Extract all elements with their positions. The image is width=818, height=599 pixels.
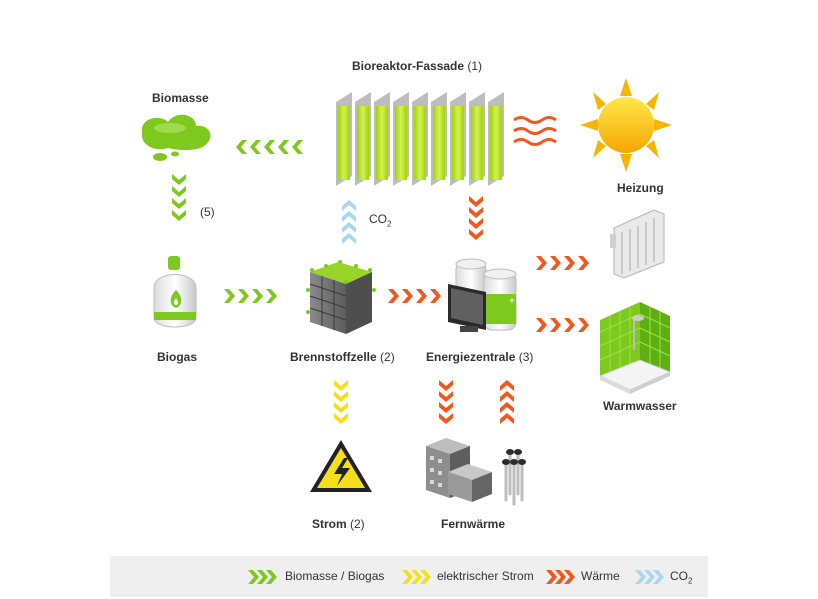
arrow-energycenter-to-warmwater bbox=[564, 318, 575, 332]
arrow-facade-to-energycenter bbox=[469, 196, 483, 207]
legend-swatch-biomasse bbox=[257, 570, 268, 584]
legend-label-biomasse: Biomasse / Biogas bbox=[285, 569, 385, 583]
arrow-biomass-to-biogas bbox=[172, 186, 186, 197]
shower-icon bbox=[598, 302, 672, 394]
legend-swatch-co2 bbox=[644, 570, 655, 584]
legend-swatch-waerme bbox=[564, 570, 575, 584]
arrow-energycenter-to-warmwater bbox=[550, 318, 561, 332]
arrow-fuelcell-to-power bbox=[334, 402, 348, 413]
fuel-cell-building-icon bbox=[306, 260, 376, 334]
label-strom: Strom (2) bbox=[312, 517, 365, 531]
arrow-districtheat-to-energycenter bbox=[500, 413, 514, 424]
label-biomasse: Biomasse bbox=[152, 91, 209, 105]
arrow-facade-to-biomass bbox=[264, 140, 275, 154]
label-co2: CO2 bbox=[369, 212, 392, 229]
arrow-energycenter-to-districtheat bbox=[439, 380, 453, 391]
arrow-energycenter-to-heating bbox=[536, 256, 547, 270]
label-energiezentrale: Energiezentrale (3) bbox=[426, 350, 534, 364]
legend-swatch-co2 bbox=[653, 570, 664, 584]
arrow-co2-to-facade bbox=[342, 211, 356, 222]
arrow-districtheat-to-energycenter bbox=[500, 391, 514, 402]
arrow-fuelcell-to-power bbox=[334, 391, 348, 402]
label-warmwasser: Warmwasser bbox=[603, 399, 677, 413]
biomass-icon bbox=[141, 114, 211, 161]
arrow-facade-to-biomass bbox=[292, 140, 303, 154]
arrow-biogas-to-fuelcell bbox=[224, 289, 235, 303]
arrow-facade-to-energycenter bbox=[469, 207, 483, 218]
arrow-facade-to-energycenter bbox=[469, 229, 483, 240]
arrow-energycenter-to-heating bbox=[564, 256, 575, 270]
legend: Biomasse / Biogas elektrischer Strom Wär… bbox=[110, 556, 708, 597]
district-heating-buildings-icon bbox=[426, 438, 492, 502]
legend-swatch-waerme bbox=[555, 570, 566, 584]
legend-label-strom: elektrischer Strom bbox=[437, 569, 534, 583]
pipes-icon bbox=[502, 449, 526, 506]
label-brennstoffzelle: Brennstoffzelle (2) bbox=[290, 350, 395, 364]
legend-label-co2: CO2 bbox=[670, 569, 693, 586]
arrow-co2-to-facade bbox=[342, 233, 356, 244]
arrow-fuelcell-to-energycenter bbox=[402, 289, 413, 303]
arrow-energycenter-to-warmwater bbox=[578, 318, 589, 332]
arrow-energycenter-to-districtheat bbox=[439, 391, 453, 402]
arrow-co2-to-facade bbox=[342, 222, 356, 233]
arrow-energycenter-to-districtheat bbox=[439, 402, 453, 413]
arrow-biomass-to-biogas bbox=[172, 174, 186, 185]
label-biogas: Biogas bbox=[157, 350, 198, 364]
legend-swatch-co2 bbox=[635, 570, 646, 584]
legend-swatch-strom bbox=[402, 570, 413, 584]
arrow-fuelcell-to-power bbox=[334, 380, 348, 391]
legend-label-waerme: Wärme bbox=[581, 569, 620, 583]
arrow-biogas-to-fuelcell bbox=[252, 289, 263, 303]
arrow-districtheat-to-energycenter bbox=[500, 402, 514, 413]
arrow-facade-to-biomass bbox=[236, 140, 247, 154]
legend-swatch-biomasse bbox=[248, 570, 259, 584]
arrow-fuelcell-to-energycenter bbox=[430, 289, 441, 303]
label-step-5: (5) bbox=[200, 205, 215, 219]
svg-text:+: + bbox=[509, 296, 515, 307]
arrow-energycenter-to-heating bbox=[578, 256, 589, 270]
label-heizung: Heizung bbox=[617, 181, 664, 195]
label-fernwaerme: Fernwärme bbox=[441, 517, 506, 531]
arrow-facade-to-biomass bbox=[250, 140, 261, 154]
high-voltage-warning-icon bbox=[310, 440, 372, 492]
legend-swatches bbox=[248, 570, 664, 584]
legend-swatch-biomasse bbox=[266, 570, 277, 584]
arrow-fuelcell-to-energycenter bbox=[388, 289, 399, 303]
heat-waves-icon bbox=[513, 116, 557, 146]
sun-icon bbox=[580, 78, 672, 172]
arrow-biomass-to-biogas bbox=[172, 210, 186, 221]
label-bioreaktor-fassade: Bioreaktor-Fassade (1) bbox=[352, 59, 483, 73]
energy-center-icon: + bbox=[448, 258, 517, 332]
arrow-biomass-to-biogas bbox=[172, 198, 186, 209]
arrow-facade-to-energycenter bbox=[469, 218, 483, 229]
legend-swatch-strom bbox=[420, 570, 431, 584]
radiator-icon bbox=[610, 209, 665, 279]
arrow-fuelcell-to-power bbox=[334, 413, 348, 424]
arrow-energycenter-to-districtheat bbox=[439, 413, 453, 424]
legend-swatch-waerme bbox=[546, 570, 557, 584]
bioreactor-facade-icon bbox=[336, 92, 504, 186]
arrow-energycenter-to-warmwater bbox=[536, 318, 547, 332]
arrow-fuelcell-to-energycenter bbox=[416, 289, 427, 303]
arrow-co2-to-facade bbox=[342, 200, 356, 211]
arrow-biogas-to-fuelcell bbox=[266, 289, 277, 303]
flow-arrows bbox=[172, 140, 589, 424]
legend-swatch-strom bbox=[411, 570, 422, 584]
arrow-energycenter-to-heating bbox=[550, 256, 561, 270]
arrow-facade-to-biomass bbox=[278, 140, 289, 154]
arrow-biogas-to-fuelcell bbox=[238, 289, 249, 303]
arrow-districtheat-to-energycenter bbox=[500, 380, 514, 391]
biogas-tank-icon bbox=[153, 256, 197, 328]
